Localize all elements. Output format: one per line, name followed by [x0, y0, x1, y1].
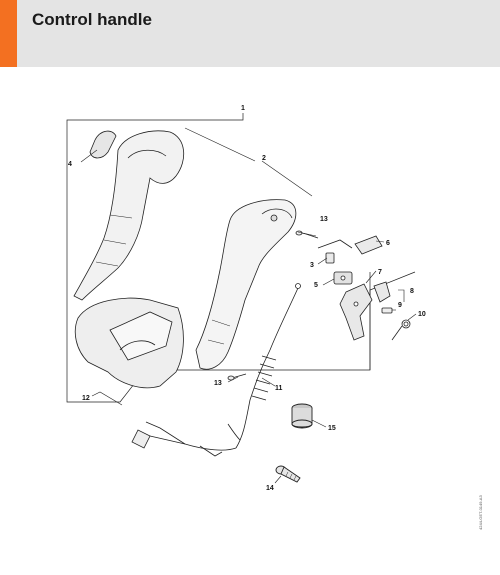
screw-14	[275, 465, 301, 483]
callout-10: 10	[418, 311, 426, 318]
callout-9: 9	[398, 302, 402, 309]
page-title: Control handle	[32, 10, 152, 29]
switch-block	[333, 271, 353, 285]
pin	[381, 307, 393, 314]
throttle-cable	[235, 283, 301, 449]
exploded-parts-diagram: 1 2 3 4 5 6 7 8 9 10 11 12 13 13 14 15	[66, 105, 426, 492]
callout-15: 15	[328, 425, 336, 432]
callout-11: 11	[275, 385, 283, 392]
callout-5: 5	[314, 282, 318, 289]
page-header: Control handle	[0, 0, 500, 67]
callout-6: 6	[386, 240, 390, 247]
callout-14: 14	[266, 485, 274, 492]
callout-3: 3	[310, 262, 314, 269]
stop-switch	[317, 239, 353, 264]
callout-8: 8	[410, 288, 414, 295]
lower-cover	[74, 297, 184, 389]
reference-code: 4244-GET-0149-A3	[478, 495, 483, 530]
callout-12: 12	[82, 395, 90, 402]
contact-spring	[354, 235, 383, 255]
callout-13-lower: 13	[214, 380, 222, 387]
callout-1: 1	[241, 105, 245, 112]
sleeve-15	[291, 403, 313, 429]
callout-4: 4	[68, 161, 72, 168]
wiring-harness	[131, 421, 241, 457]
callout-7: 7	[378, 269, 382, 276]
right-handle-shell	[195, 199, 297, 370]
left-handle-shell	[73, 130, 184, 301]
trigger-lever	[89, 130, 117, 159]
header-accent-bar	[0, 0, 17, 67]
throttle-trigger	[339, 281, 391, 341]
screw-lower	[227, 373, 247, 381]
torsion-spring	[391, 319, 411, 341]
callout-13-upper: 13	[320, 216, 328, 223]
callout-2: 2	[262, 155, 266, 162]
